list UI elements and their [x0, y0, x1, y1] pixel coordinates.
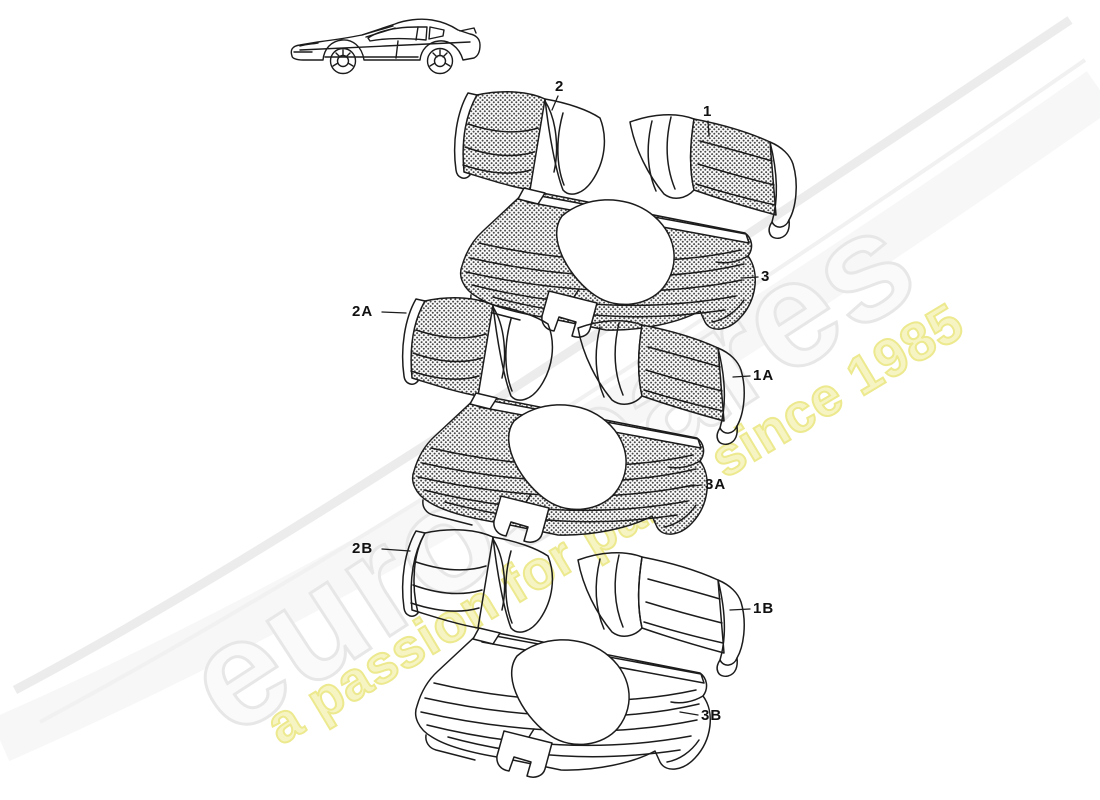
- part-label-3A[interactable]: 3A: [705, 476, 727, 493]
- part-label-1B[interactable]: 1B: [753, 600, 775, 617]
- vehicle-silhouette: [290, 18, 481, 75]
- part-label-2B[interactable]: 2B: [352, 540, 374, 557]
- seat-cushion-3B: [414, 627, 712, 778]
- part-label-2A[interactable]: 2A: [352, 303, 374, 320]
- seat-cushion-3: [459, 187, 757, 338]
- part-label-3[interactable]: 3: [761, 268, 771, 285]
- part-label-1A[interactable]: 1A: [753, 367, 775, 384]
- seat-cushion-3A: [411, 392, 709, 543]
- leader-lines: [381, 95, 759, 716]
- part-label-2[interactable]: 2: [555, 78, 565, 95]
- part-label-1[interactable]: 1: [703, 103, 713, 120]
- part-label-3B[interactable]: 3B: [701, 707, 723, 724]
